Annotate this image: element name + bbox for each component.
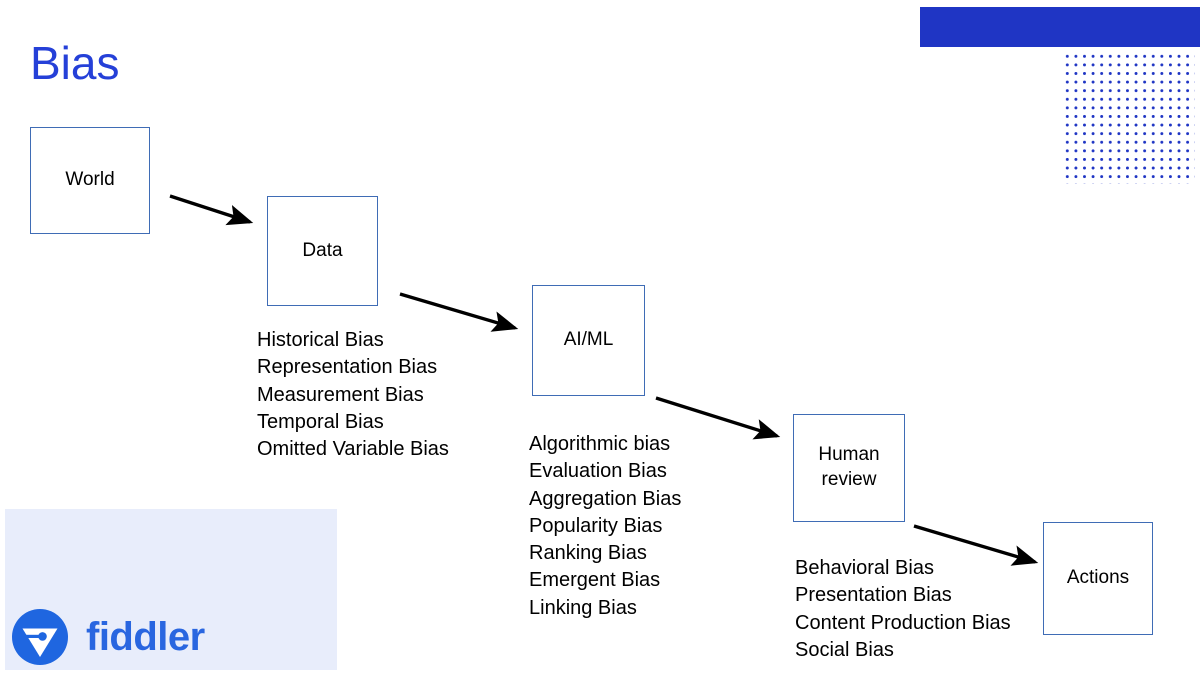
flow-node-data-label: Data [302, 239, 343, 261]
list-item: Algorithmic bias [529, 433, 671, 455]
flow-node-actions-label: Actions [1066, 567, 1130, 589]
arrow-data-to-aiml [399, 292, 519, 332]
list-item: Popularity Bias [529, 514, 663, 537]
list-item: Linking Bias [529, 596, 637, 619]
flow-node-aiml-label: AI/ML [563, 329, 614, 351]
list-item: Behavioral Bias [795, 557, 934, 579]
decorative-blue-bar [920, 7, 1200, 47]
list-item: Temporal Bias [257, 410, 384, 433]
fiddler-logo: fiddler [11, 608, 205, 666]
page-title: Bias [30, 37, 120, 89]
flow-node-world[interactable]: World [30, 127, 150, 234]
flow-node-aiml[interactable]: AI/ML [532, 285, 645, 396]
list-item: Presentation Bias [795, 584, 952, 607]
flow-node-actions[interactable]: Actions [1043, 522, 1153, 635]
flow-node-data[interactable]: Data [267, 196, 378, 306]
fiddler-wordmark: fiddler [86, 615, 205, 659]
list-item: Social Bias [795, 638, 894, 661]
list-item: Representation Bias [257, 356, 438, 379]
flow-node-human-review-label: Human review [818, 444, 880, 490]
flow-node-human-review[interactable]: Human review [793, 414, 905, 522]
arrow-world-to-data [169, 194, 254, 226]
list-item: Content Production Bias [795, 611, 1011, 634]
list-item: Omitted Variable Bias [257, 438, 449, 461]
bias-list-model-stage: Algorithmic bias Evaluation Bias Aggrega… [529, 431, 681, 622]
list-item: Evaluation Bias [529, 460, 667, 483]
list-item: Ranking Bias [529, 542, 647, 565]
list-item: Emergent Bias [529, 569, 661, 592]
list-item: Aggregation Bias [529, 487, 682, 510]
list-item: Historical Bias [257, 329, 384, 351]
decorative-dot-grid [1063, 52, 1195, 184]
fiddler-triangle-icon [12, 609, 68, 665]
flow-node-world-label: World [65, 169, 115, 191]
bias-list-human-stage: Behavioral Bias Presentation Bias Conten… [795, 555, 1011, 664]
list-item: Measurement Bias [257, 383, 424, 406]
bias-list-data-stage: Historical Bias Representation Bias Meas… [257, 327, 449, 463]
